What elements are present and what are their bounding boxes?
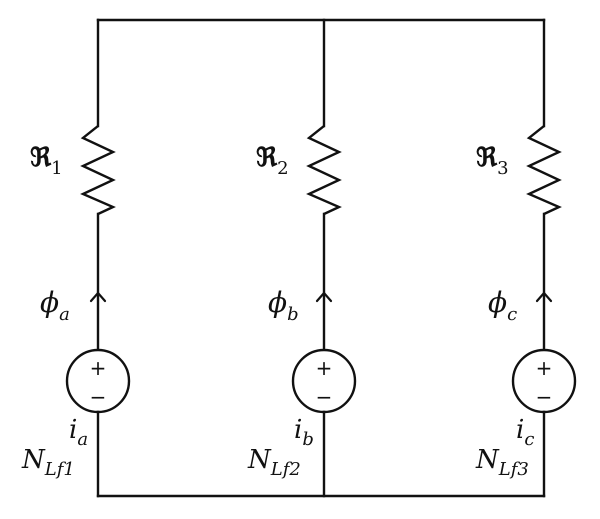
- flux-a-label: ϕa: [40, 286, 70, 325]
- branch-3: + − ℜ3 ϕc ic NLf3: [475, 18, 577, 498]
- reluctance-1-label: ℜ1: [30, 143, 63, 179]
- source-3-minus: −: [536, 385, 553, 409]
- flux-c-label: ϕc: [488, 286, 517, 325]
- reluctance-1-resistor: [80, 125, 116, 216]
- turns-2-label: NLf2: [247, 445, 301, 480]
- reluctance-2-label: ℜ2: [256, 143, 289, 179]
- source-1-minus: −: [90, 385, 107, 409]
- turns-3-label: NLf3: [475, 445, 529, 480]
- flux-a-arrow: [89, 291, 107, 303]
- source-2-plus: +: [316, 356, 333, 380]
- current-c-label: ic: [516, 415, 534, 450]
- branch-1: + − ℜ1 ϕa ia NLf1: [21, 18, 131, 498]
- source-3-plus: +: [536, 356, 553, 380]
- branch-2: + − ℜ2 ϕb ib NLf2: [247, 18, 357, 498]
- reluctance-3-label: ℜ3: [476, 143, 509, 179]
- current-a-label: ia: [69, 415, 88, 450]
- reluctance-2-resistor: [306, 125, 342, 216]
- current-b-label: ib: [294, 415, 314, 450]
- flux-c-arrow: [535, 291, 553, 303]
- flux-b-label: ϕb: [268, 286, 299, 325]
- flux-b-arrow: [315, 291, 333, 303]
- reluctance-3-resistor: [526, 125, 562, 216]
- source-2-minus: −: [316, 385, 333, 409]
- source-1-plus: +: [90, 356, 107, 380]
- turns-1-label: NLf1: [21, 445, 75, 480]
